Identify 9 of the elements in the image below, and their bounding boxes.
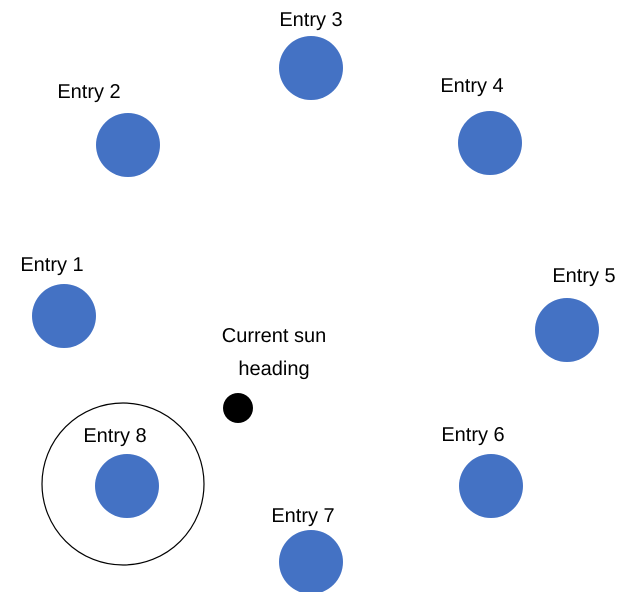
- entry-label: Entry 3: [278, 8, 344, 32]
- entry-label: Entry 4: [439, 74, 505, 98]
- entry-label: Entry 7: [270, 504, 336, 528]
- entry-label: Entry 1: [19, 253, 85, 277]
- entry-label: Entry 2: [56, 80, 122, 104]
- entry-label: Entry 6: [440, 423, 506, 447]
- entry-label: Entry 5: [551, 264, 617, 288]
- entry-label: Entry 8: [82, 424, 148, 448]
- sun-heading-label: Current sun heading: [220, 324, 328, 382]
